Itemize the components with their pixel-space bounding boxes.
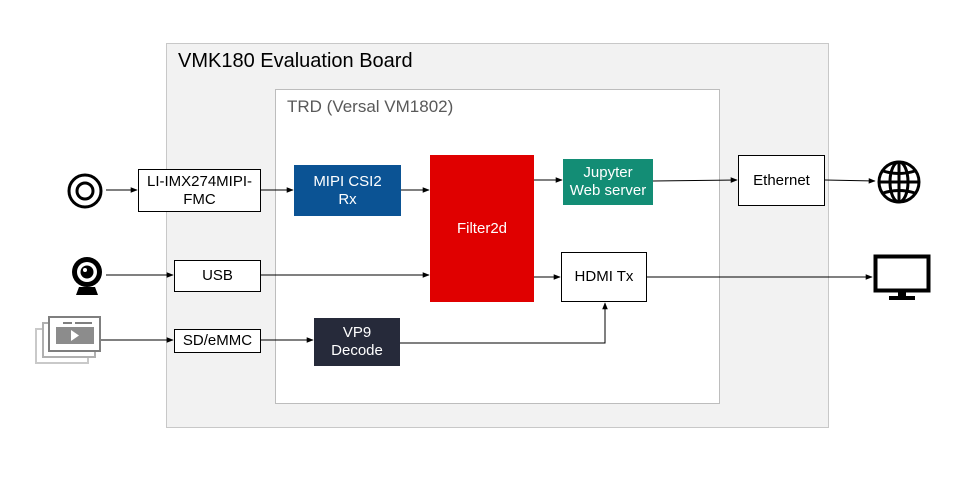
- hdmi-label: HDMI Tx: [574, 268, 634, 285]
- camera-fmc-label-line1: LI-IMX274MIPI-: [146, 172, 253, 190]
- sd-emmc-label: SD/eMMC: [182, 332, 253, 349]
- jupyter-web-server-block: Jupyter Web server: [563, 159, 653, 205]
- arrow-ethernet-to-network: [824, 178, 876, 184]
- webcam-icon: [72, 257, 102, 295]
- jupyter-label-line1: Jupyter: [583, 164, 633, 181]
- usb-label: USB: [202, 267, 233, 284]
- globe-icon: [877, 160, 921, 204]
- hdmi-tx-block: HDMI Tx: [561, 252, 647, 302]
- video-files-icon: [35, 316, 101, 364]
- camera-lens-icon: [67, 173, 103, 209]
- arrow-jupyter-to-ethernet: [652, 177, 738, 183]
- vp9-label-line1: VP9: [342, 324, 372, 341]
- jupyter-label-line2: Web server: [569, 182, 647, 199]
- mipi-csi2-rx-block: MIPI CSI2 Rx: [294, 165, 401, 216]
- camera-fmc-label-line2: FMC: [183, 190, 216, 208]
- vp9-label-line2: Decode: [331, 342, 383, 359]
- mipi-label-line1: MIPI CSI2: [313, 172, 382, 190]
- vp9-decode-block: VP9 Decode: [314, 318, 400, 366]
- trd-title: TRD (Versal VM1802): [287, 97, 454, 116]
- camera-fmc-block: LI-IMX274MIPI- FMC: [138, 169, 261, 212]
- monitor-icon: [873, 254, 931, 300]
- usb-block: USB: [174, 260, 261, 292]
- arrow-vp9-to-hdmi: [400, 302, 608, 344]
- board-title: VMK180 Evaluation Board: [178, 50, 413, 72]
- filter2d-label: Filter2d: [456, 219, 508, 237]
- ethernet-label: Ethernet: [753, 171, 810, 189]
- filter2d-block: Filter2d: [430, 155, 534, 302]
- mipi-label-line2: Rx: [338, 190, 357, 208]
- sd-emmc-block: SD/eMMC: [174, 329, 261, 353]
- ethernet-block: Ethernet: [738, 155, 825, 206]
